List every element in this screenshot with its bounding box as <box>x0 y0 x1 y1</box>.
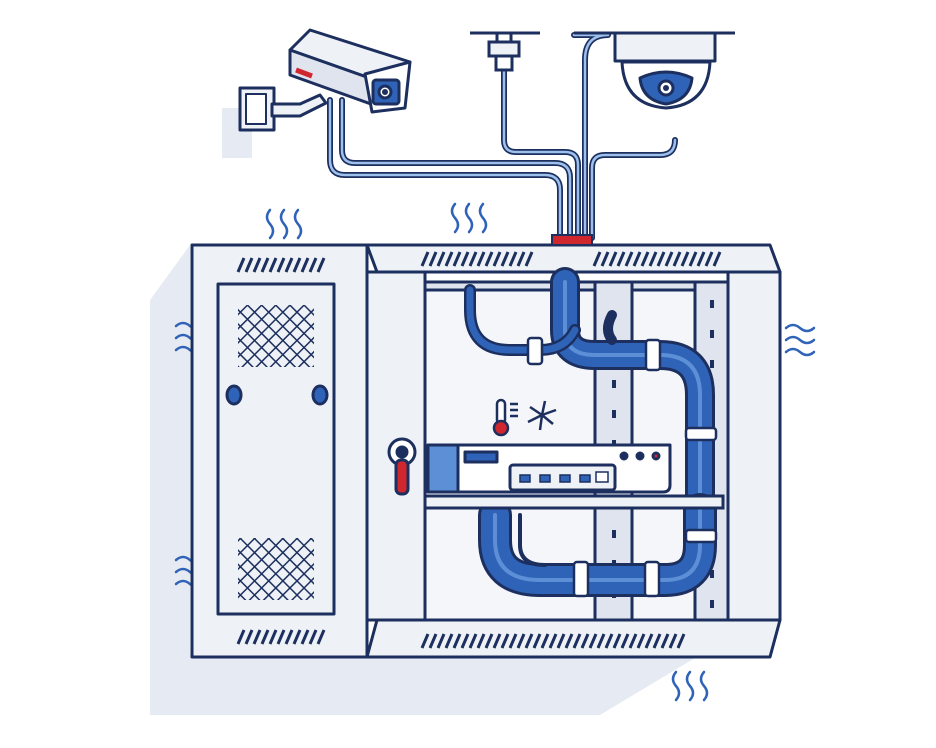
device-ports <box>519 471 609 483</box>
cable-ties <box>526 336 718 598</box>
cabinet-side-panel <box>190 243 369 659</box>
vent-grille-icon <box>420 251 722 649</box>
dome-camera-icon <box>574 31 735 110</box>
keyhole-lock-icon <box>387 437 417 496</box>
rack-shelf <box>423 494 725 510</box>
overhead-cables <box>327 32 678 241</box>
background-shadow <box>150 108 700 715</box>
thermometer-icon <box>492 398 518 437</box>
fan-icon <box>527 400 557 431</box>
network-device-icon <box>426 443 672 494</box>
vent-grille-icon <box>236 257 326 645</box>
bullet-camera-icon <box>238 28 412 132</box>
power-plug-icon <box>470 31 540 72</box>
cable-entry-grommet <box>551 234 593 246</box>
